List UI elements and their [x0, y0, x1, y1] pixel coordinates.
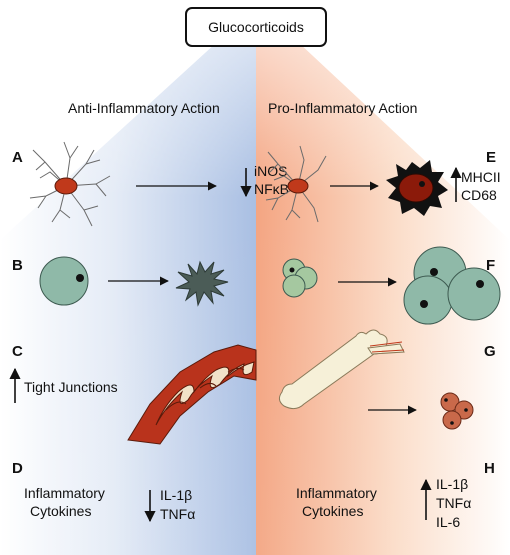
marker-cd68: CD68 — [461, 187, 497, 203]
apoptotic-cell-icon — [175, 260, 229, 307]
marker-tnfa-left: TNFα — [160, 506, 195, 522]
microglia-icon — [29, 141, 111, 227]
cytokines-line1-right: Inflammatory — [296, 485, 377, 501]
panel-label-c: C — [12, 343, 23, 360]
marker-il6-right: IL-6 — [436, 514, 460, 530]
cytokines-line2-right: Cytokines — [302, 503, 363, 519]
panel-label-h: H — [484, 460, 495, 477]
panel-label-d: D — [12, 460, 23, 477]
pro-inflammatory-header: Pro-Inflammatory Action — [268, 100, 417, 116]
title: Glucocorticoids — [208, 19, 304, 35]
blood-vessel-icon — [127, 344, 257, 445]
monocyte-icon — [282, 258, 318, 298]
anti-inflammatory-header: Anti-Inflammatory Action — [68, 100, 220, 116]
panel-label-a: A — [12, 149, 23, 166]
microglia-icon — [265, 145, 327, 223]
panel-label-b: B — [12, 257, 23, 274]
cytokines-line2-left: Cytokines — [30, 503, 91, 519]
marker-il1b-right: IL-1β — [436, 476, 468, 492]
marker-tnfa-right: TNFα — [436, 495, 471, 511]
tight-junctions-label: Tight Junctions — [24, 379, 118, 395]
marker-il1b-left: IL-1β — [160, 487, 192, 503]
panel-label-g: G — [484, 343, 496, 360]
marker-mhcii: MHCII — [461, 169, 501, 185]
title-box — [185, 7, 327, 47]
cytokines-line1-left: Inflammatory — [24, 485, 105, 501]
monocyte-icon — [403, 246, 501, 325]
bone-icon — [278, 329, 405, 410]
monocyte-icon — [39, 256, 89, 306]
panel-label-f: F — [486, 257, 495, 274]
panel-label-e: E — [486, 149, 496, 166]
activated-microglia-icon — [386, 160, 448, 216]
marker-nfkb: NFκB — [254, 181, 289, 197]
cytokine-cells-icon — [440, 392, 474, 430]
